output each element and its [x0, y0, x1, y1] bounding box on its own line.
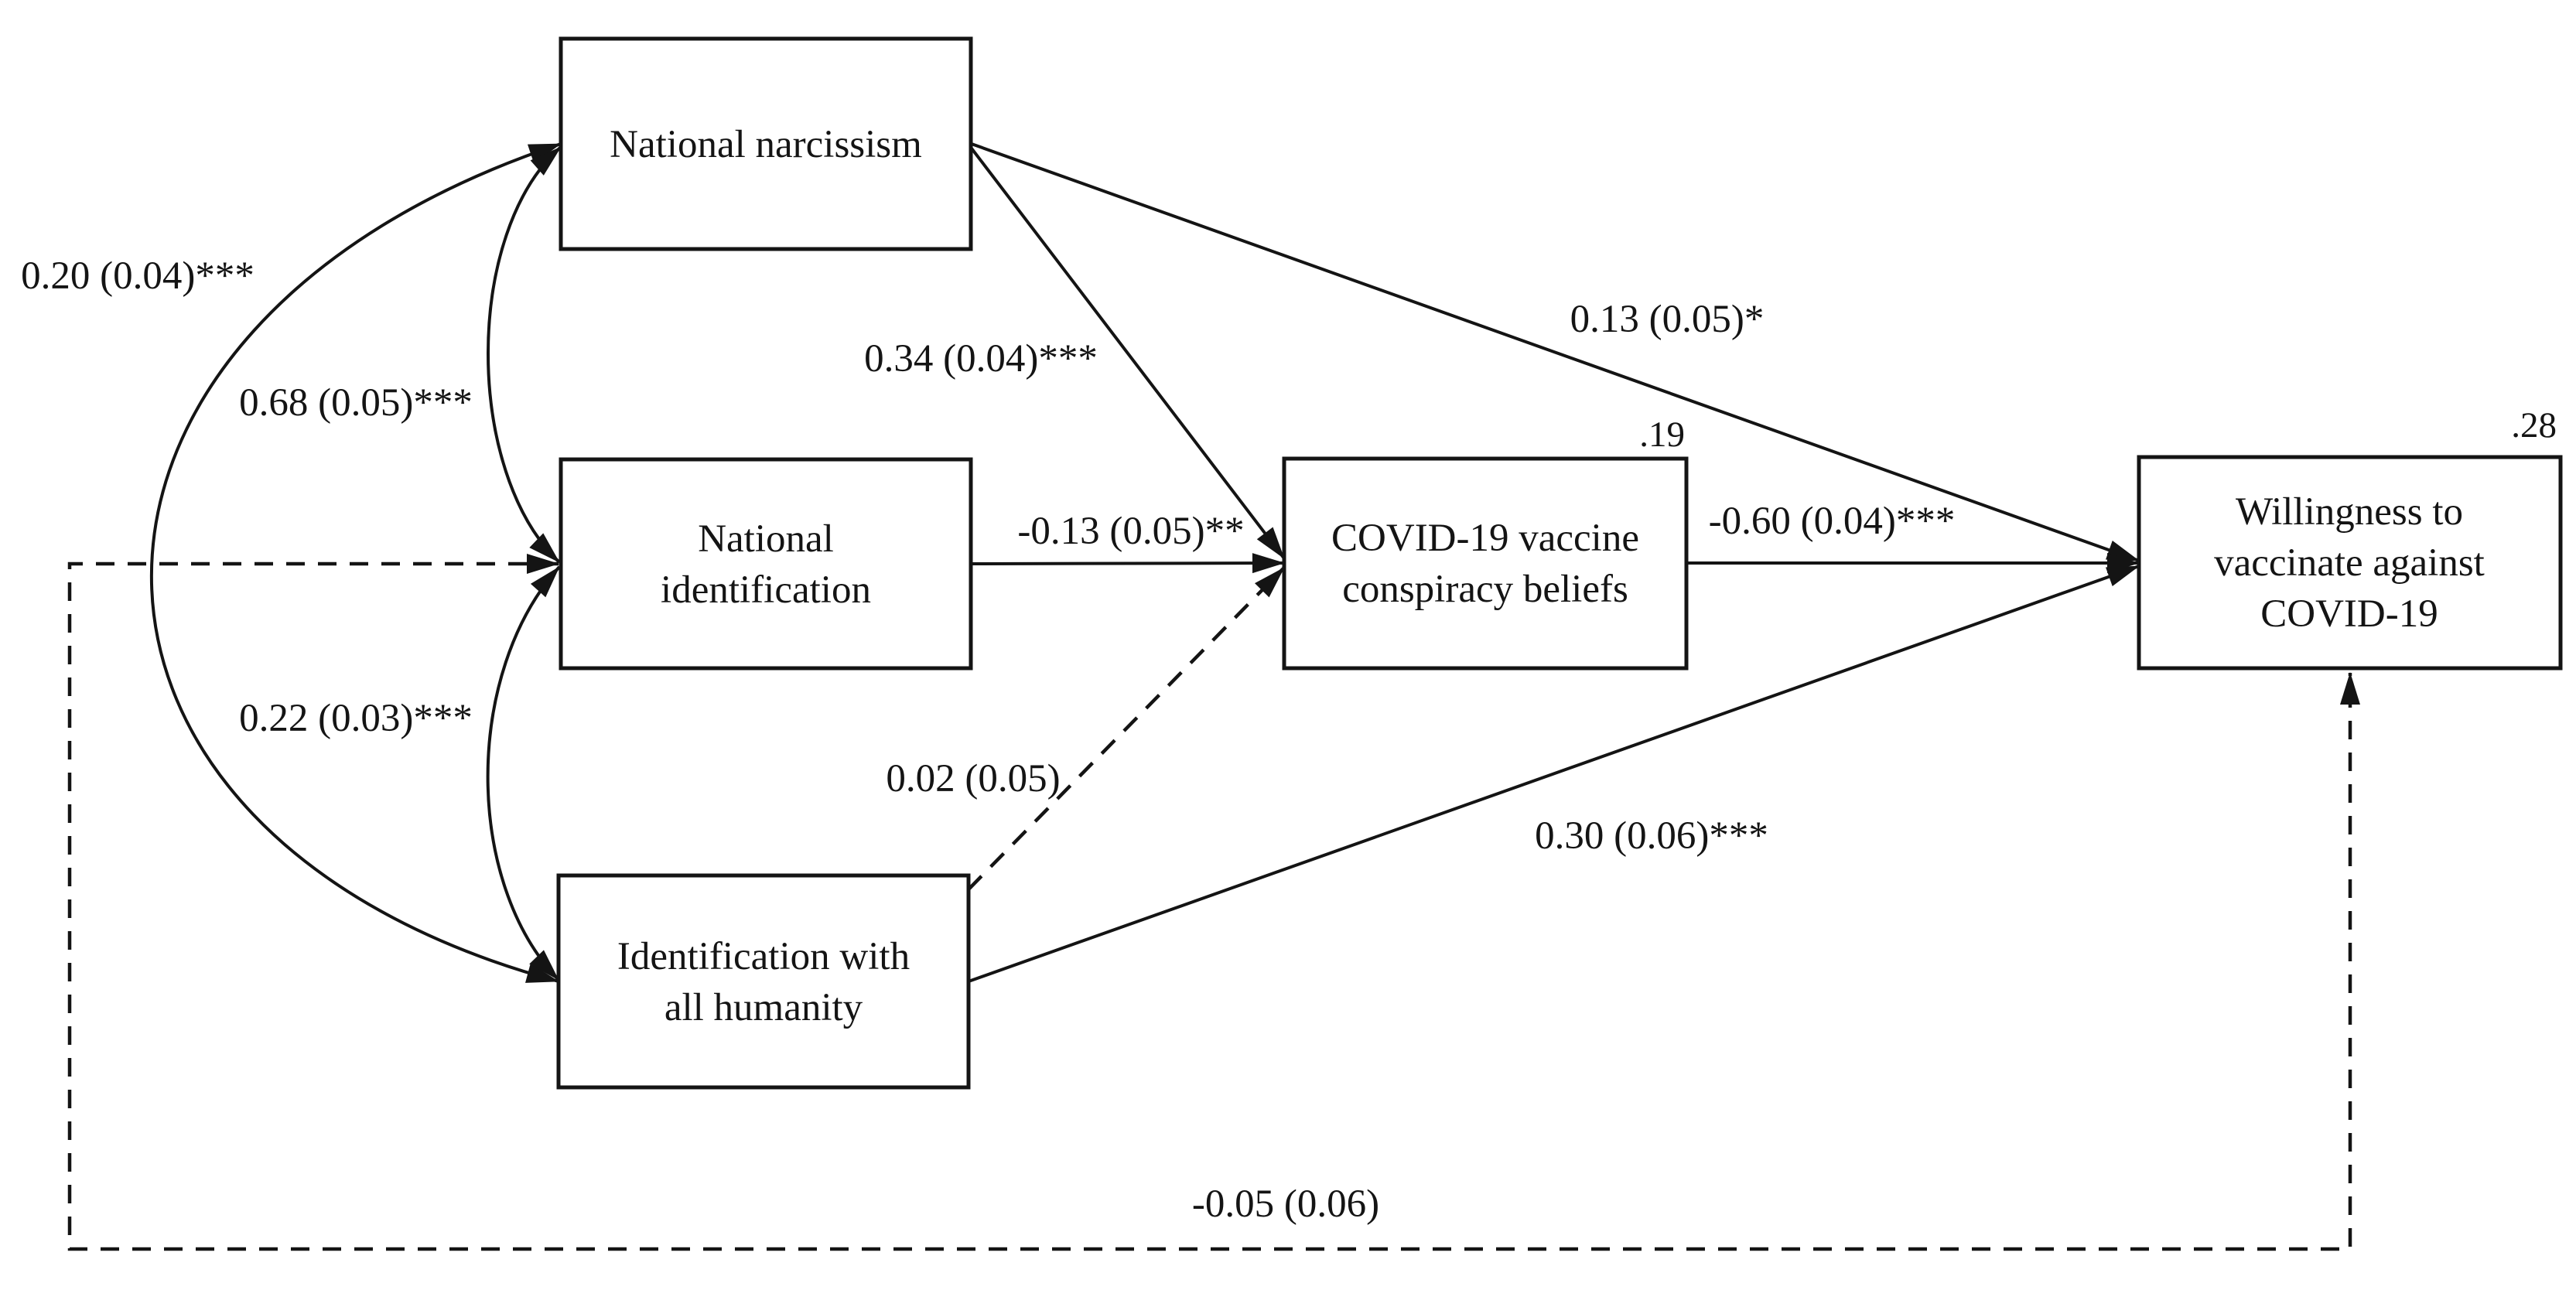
node-label: conspiracy beliefs [1342, 568, 1628, 611]
node-label: vaccinate against [2214, 541, 2485, 585]
node-national-narcissism: National narcissism [559, 36, 973, 251]
covariance-arc-identification-humanity [486, 565, 561, 981]
node-label: National narcissism [610, 123, 922, 166]
node-willingness-to-vaccinate: Willingness to vaccinate against COVID-1… [2137, 405, 2563, 671]
coefficient-label-narcissism-to-conspiracy: 0.34 (0.04)*** [864, 337, 1098, 381]
node-label: Willingness to [2236, 490, 2463, 534]
node-label: all humanity [664, 986, 863, 1029]
coefficient-label-narcissism-to-willingness: 0.13 (0.05)* [1570, 298, 1765, 341]
node-box [2137, 455, 2563, 671]
coefficient-label-covariance-identification-humanity: 0.22 (0.03)*** [239, 697, 473, 740]
coefficient-label-covariance-narcissism-humanity: 0.20 (0.04)*** [21, 254, 255, 298]
node-label: COVID-19 [2260, 592, 2438, 636]
path-narcissism-to-conspiracy [968, 144, 1286, 560]
covariance-arc-narcissism-identification [487, 145, 562, 564]
coefficient-label-humanity-to-conspiracy: 0.02 (0.05) [886, 757, 1060, 800]
node-box [556, 873, 971, 1090]
node-identification-with-all-humanity: Identification with all humanity [556, 873, 971, 1090]
node-national-identification: National identification [559, 457, 973, 671]
coefficient-label-identification-to-willingness: -0.05 (0.06) [1192, 1182, 1379, 1226]
node-box [559, 457, 973, 671]
path-identification-to-conspiracy [970, 553, 1285, 574]
node-box [559, 36, 973, 251]
r-squared-value: .28 [2511, 405, 2557, 445]
path-humanity-to-conspiracy-dashed [967, 566, 1286, 891]
node-label: Identification with [617, 935, 910, 978]
node-label: COVID-19 vaccine [1331, 517, 1639, 560]
node-covid19-vaccine-conspiracy-beliefs: COVID-19 vaccine conspiracy beliefs .19 [1282, 415, 1689, 671]
node-label: National [698, 517, 834, 561]
path-narcissism-to-willingness [969, 142, 2140, 562]
coefficient-label-identification-to-conspiracy: -0.13 (0.05)** [1017, 510, 1244, 553]
path-identification-to-willingness-dashed [67, 554, 2360, 1251]
coefficient-label-covariance-narcissism-identification: 0.68 (0.05)*** [239, 381, 473, 425]
r-squared-value: .19 [1639, 415, 1685, 455]
node-label: identification [661, 568, 871, 612]
covariance-arc-narcissism-humanity [150, 142, 562, 983]
node-box [1282, 456, 1689, 671]
coefficient-label-humanity-to-willingness: 0.30 (0.06)*** [1535, 814, 1768, 858]
coefficient-label-conspiracy-to-willingness: -0.60 (0.04)*** [1709, 500, 1956, 543]
